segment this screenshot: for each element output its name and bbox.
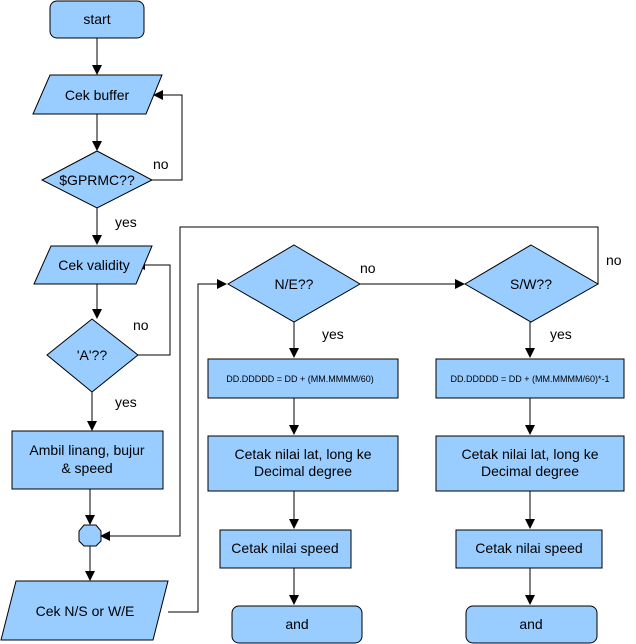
label-ne-yes: yes [322, 326, 344, 342]
node-start: start [49, 0, 145, 39]
node-gprmc-decision: $GPRMC?? [40, 150, 154, 209]
node-cetak-lat-sw-line2: Decimal degree [481, 463, 579, 479]
label-sw-yes: yes [550, 326, 572, 342]
label-a-yes: yes [115, 394, 137, 410]
node-cek-validity-label: Cek validity [58, 257, 130, 273]
node-cetak-lat-sw: Cetak nilai lat, long ke Decimal degree [435, 435, 625, 492]
edge-gprmc-no-loop [152, 90, 183, 181]
node-formula-sw: DD.DDDDD = DD + (MM.MMMM/60)*-1 [435, 358, 625, 399]
node-ambil-line1: Ambil linang, bujur [29, 442, 145, 458]
label-gprmc-yes: yes [115, 214, 137, 230]
node-ne-decision: N/E?? [227, 244, 361, 323]
node-cetak-lat-ne-line2: Decimal degree [254, 463, 352, 479]
node-formula-ne-label: DD.DDDDD = DD + (MM.MMMM/60) [226, 374, 374, 384]
edges [85, 38, 599, 613]
node-cek-ns: Cek N/S or W/E [0, 580, 169, 641]
node-cek-buffer-label: Cek buffer [65, 87, 130, 103]
node-cetak-speed-sw-label: Cetak nilai speed [475, 540, 582, 556]
node-end-ne-label: and [285, 616, 308, 632]
node-cetak-speed-ne: Cetak nilai speed [219, 529, 352, 569]
node-junction [78, 524, 102, 547]
node-ne-label: N/E?? [275, 276, 314, 292]
node-cetak-speed-ne-label: Cetak nilai speed [231, 540, 338, 556]
edge-labels: no yes no yes no no yes yes [115, 156, 622, 410]
edge-a-no-loop [135, 260, 171, 356]
node-cek-ns-label: Cek N/S or W/E [36, 603, 135, 619]
node-cek-validity: Cek validity [33, 245, 153, 285]
node-sw-decision: S/W?? [464, 244, 600, 323]
node-end-ne: and [231, 605, 363, 644]
node-formula-sw-label: DD.DDDDD = DD + (MM.MMMM/60)*-1 [450, 374, 609, 384]
node-end-sw-label: and [519, 616, 542, 632]
node-gprmc-label: $GPRMC?? [59, 172, 135, 188]
label-ne-no: no [360, 260, 376, 276]
node-cetak-lat-sw-line1: Cetak nilai lat, long ke [462, 446, 599, 462]
node-cetak-lat-ne-line1: Cetak nilai lat, long ke [235, 446, 372, 462]
label-a-no: no [133, 317, 149, 333]
node-cetak-speed-sw: Cetak nilai speed [455, 529, 603, 569]
label-sw-no: no [606, 252, 622, 268]
edge-cek-ns-to-ne [168, 279, 227, 613]
node-a-label: 'A'?? [77, 347, 107, 363]
node-cetak-lat-ne: Cetak nilai lat, long ke Decimal degree [207, 435, 399, 492]
node-ambil: Ambil linang, bujur & speed [11, 430, 164, 490]
node-end-sw: and [465, 605, 598, 644]
node-a-decision: 'A'?? [46, 318, 139, 393]
node-sw-label: S/W?? [510, 276, 552, 292]
node-ambil-line2: & speed [61, 460, 112, 476]
node-cek-buffer: Cek buffer [32, 74, 163, 115]
node-start-label: start [83, 11, 110, 27]
edge-sw-no-to-junction [100, 226, 599, 541]
node-formula-ne: DD.DDDDD = DD + (MM.MMMM/60) [207, 358, 399, 399]
label-gprmc-no: no [153, 156, 169, 172]
